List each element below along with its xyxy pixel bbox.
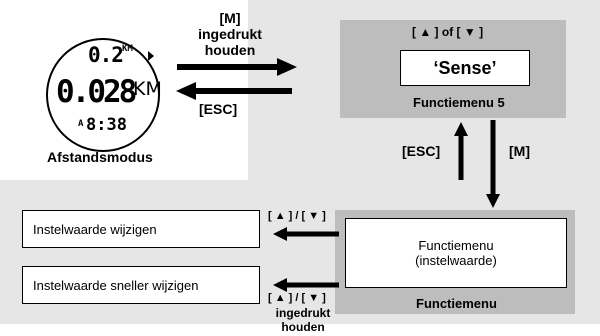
bottom-panel-footer: Functiemenu	[416, 296, 497, 311]
up-down-label-1: [ ▲ ] / [ ▼ ]	[268, 210, 326, 222]
up-down-label-2: [ ▲ ] / [ ▼ ]	[268, 292, 326, 304]
m-vertical-label: [M]	[509, 143, 530, 159]
houden-bottom-label: houden	[281, 320, 325, 334]
watch-top-value: 0.2	[88, 43, 124, 67]
functiemenu-instelwaarde-box: Functiemenu (instelwaarde)	[345, 218, 567, 288]
watch-main-unit: KM	[133, 78, 162, 100]
arrow-left-icon	[176, 82, 292, 100]
arrow-up-icon	[454, 122, 468, 180]
instelwaarde-wijzigen-text: Instelwaarde wijzigen	[33, 221, 157, 237]
watch-top-unit: KM	[122, 44, 133, 54]
m-hold-label: [M] ingedrukt houden	[180, 10, 280, 58]
sense-text: ‘Sense’	[433, 57, 497, 78]
esc-vertical-label: [ESC]	[402, 143, 441, 159]
watch-display	[46, 38, 160, 152]
functiemenu-box-line2: (instelwaarde)	[415, 253, 497, 268]
instelwaarde-wijzigen-box: Instelwaarde wijzigen	[22, 210, 260, 248]
sense-box: ‘Sense’	[400, 50, 530, 86]
m-hold-line2: ingedrukt	[198, 26, 262, 42]
watch-play-icon	[148, 51, 154, 61]
instelwaarde-sneller-text: Instelwaarde sneller wijzigen	[33, 277, 199, 293]
m-hold-line3: houden	[204, 42, 256, 58]
arrow-left-small-1-icon	[273, 227, 339, 241]
top-panel-header: [ ▲ ] of [ ▼ ]	[412, 25, 484, 39]
watch-caption: Afstandsmodus	[47, 149, 153, 165]
watch-time: 8:38	[86, 115, 127, 135]
ingedrukt-bottom-label: ingedrukt	[275, 306, 331, 320]
top-panel-footer: Functiemenu 5	[413, 95, 505, 110]
arrow-right-icon	[177, 58, 297, 76]
watch-time-marker: A	[78, 119, 84, 129]
instelwaarde-sneller-box: Instelwaarde sneller wijzigen	[22, 266, 260, 304]
watch-main-value: 0.028	[56, 74, 137, 110]
arrow-down-icon	[486, 120, 500, 208]
esc-left-label: [ESC]	[199, 101, 238, 117]
arrow-left-small-2-icon	[273, 278, 339, 292]
functiemenu-box-line1: Functiemenu	[418, 238, 494, 253]
m-hold-line1: [M]	[219, 10, 241, 26]
